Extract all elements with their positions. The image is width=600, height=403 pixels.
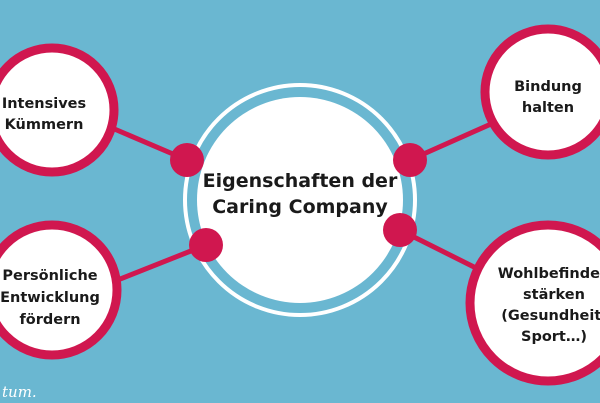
connector-dot-top-right [393,143,427,177]
node-intensives-kuemmern [0,43,119,177]
node-label-line: Intensives [2,96,86,112]
center-outer-ring [183,83,417,317]
node-label-line: Wohlbefinden [498,266,600,282]
node-label-line: halten [522,100,574,116]
node-label-line: Bindung [514,79,582,95]
connector-dot-top-left [170,143,204,177]
node-label-line: Kümmern [5,117,84,133]
node-label-line: Sport…) [521,329,587,345]
center-title-line-2: Caring Company [212,196,388,218]
node-label-line: Persönliche [2,268,97,284]
node-label-line: Entwicklung [0,290,100,306]
connector-bottom-left [104,242,207,288]
center-title-line-1: Eigenschaften der [203,170,398,192]
node-label-line: fördern [19,312,80,328]
node-wohlbefinden-staerken [465,220,600,386]
node-persoenliche-entwicklung [0,220,122,360]
center-circle [197,97,403,303]
node-bindung-halten [480,24,600,160]
node-label-line: stärken [523,287,585,303]
connector-dot-bottom-left [189,228,223,262]
brand-logo: tum. [2,383,37,401]
connector-dot-bottom-right [383,213,417,247]
node-label-line: (Gesundheit, [501,308,600,324]
